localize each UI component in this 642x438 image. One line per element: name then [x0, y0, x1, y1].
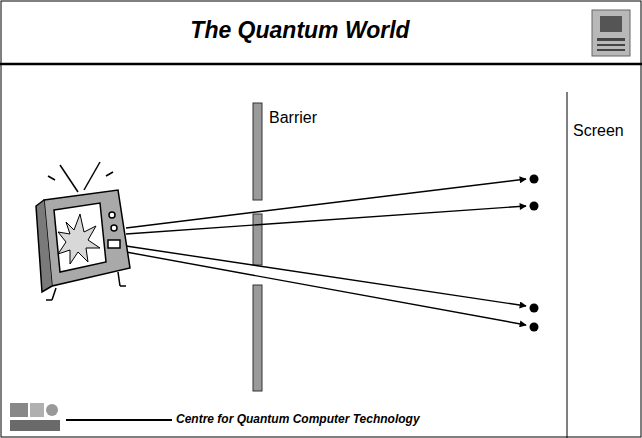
television [36, 162, 130, 300]
hit-dots [530, 175, 539, 332]
barrier-label: Barrier [268, 109, 318, 127]
title-rule [0, 63, 642, 66]
footer-text: Centre for Quantum Computer Technology [176, 413, 420, 426]
university-logo [592, 10, 630, 56]
centre-logo [10, 403, 60, 431]
particle-paths [126, 179, 526, 325]
slide-title: The Quantum World [190, 18, 409, 43]
footer-rule [66, 419, 172, 421]
screen-line [567, 92, 568, 438]
screen-label: Screen [572, 122, 625, 140]
barrier [253, 103, 262, 391]
